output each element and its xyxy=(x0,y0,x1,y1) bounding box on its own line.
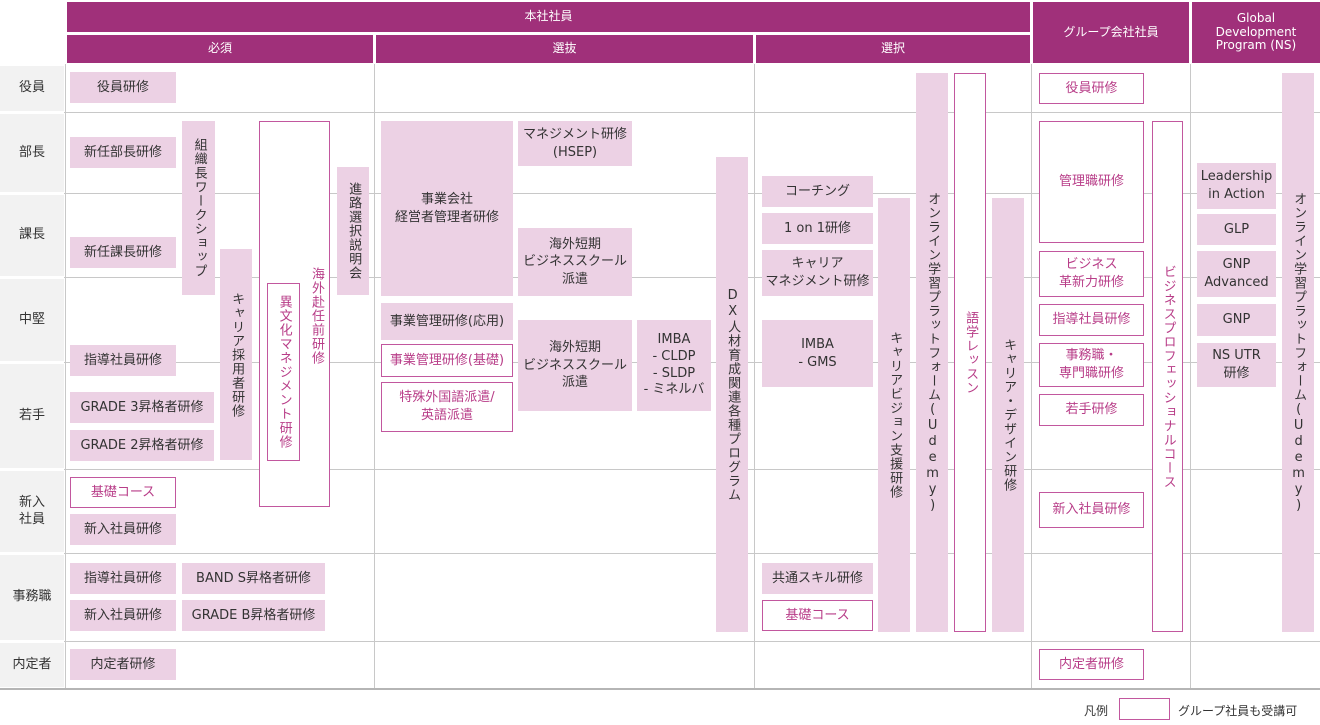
box-g-shido: 指導社員研修 xyxy=(1039,304,1144,336)
header-group: グループ会社社員 xyxy=(1033,2,1189,63)
row-label-jimushoku: 事務職 xyxy=(0,555,64,640)
box-shinnin-bucho: 新任部長研修 xyxy=(70,137,176,168)
header-sentaku: 選択 xyxy=(756,35,1030,63)
box-gogaku: 語学レッスン xyxy=(954,73,986,632)
bottom-divider xyxy=(0,688,1320,690)
row-label-wakate: 若手 xyxy=(0,364,64,468)
box-online-udemy: オンライン学習プラットフォーム(Udemy) xyxy=(916,73,948,632)
box-ns-gnp-adv: GNP Advanced xyxy=(1197,251,1276,297)
row-divider xyxy=(64,277,1320,278)
box-ns-gnp: GNP xyxy=(1197,304,1276,336)
row-label-naitei: 内定者 xyxy=(0,643,64,687)
header-senbatsu: 選抜 xyxy=(376,35,753,63)
box-kiso-course-2: 基礎コース xyxy=(762,600,873,631)
box-ns-glp: GLP xyxy=(1197,214,1276,245)
row-divider xyxy=(64,193,1320,194)
box-kyotsu-skill: 共通スキル研修 xyxy=(762,563,873,594)
box-dx-jinzai: DX人材育成関連各種プログラム xyxy=(716,157,748,632)
col-divider xyxy=(1031,64,1032,688)
box-g-naitei: 内定者研修 xyxy=(1039,649,1144,680)
row-label-chuken: 中堅 xyxy=(0,279,64,361)
box-g-shinnyu: 新入社員研修 xyxy=(1039,492,1144,528)
box-ns-utr: NS UTR 研修 xyxy=(1197,343,1276,387)
box-kiso-course: 基礎コース xyxy=(70,477,176,508)
box-naitei: 内定者研修 xyxy=(70,649,176,680)
box-band-s: BAND S昇格者研修 xyxy=(182,563,325,594)
box-jigyo-kaisha: 事業会社 経営者管理者研修 xyxy=(381,121,513,296)
box-shido-shain: 指導社員研修 xyxy=(70,345,176,376)
box-g-wakate: 若手研修 xyxy=(1039,394,1144,426)
row-label-bucho: 部長 xyxy=(0,114,64,192)
box-career-mgmt: キャリア マネジメント研修 xyxy=(762,250,873,296)
box-soshikicho-ws: 組織長ワークショップ xyxy=(182,121,215,295)
box-ns-online: オンライン学習プラットフォーム(Udemy) xyxy=(1282,73,1314,632)
col-divider xyxy=(374,64,375,688)
box-coaching: コーチング xyxy=(762,176,873,207)
box-ibunka: 異文化マネジメント研修 xyxy=(267,283,300,461)
box-ns-leadership: Leadership in Action xyxy=(1197,163,1276,209)
col-divider xyxy=(65,64,66,688)
header-hissu: 必須 xyxy=(67,35,373,63)
box-grade-b: GRADE B昇格者研修 xyxy=(182,600,325,631)
box-imba-group: IMBA - CLDP - SLDP - ミネルバ xyxy=(637,320,711,411)
box-grade3: GRADE 3昇格者研修 xyxy=(70,392,214,423)
box-shinnin-kacho: 新任課長研修 xyxy=(70,237,176,268)
box-shinnyu-shain: 新入社員研修 xyxy=(70,514,176,545)
box-yakuin-kenshu: 役員研修 xyxy=(70,72,176,103)
box-management-hsep: マネジメント研修 (HSEP) xyxy=(518,121,632,166)
col-divider xyxy=(754,64,755,688)
box-jimu-shinnyu: 新入社員研修 xyxy=(70,600,176,631)
box-jimu-shido: 指導社員研修 xyxy=(70,563,176,594)
box-g-yakuin: 役員研修 xyxy=(1039,73,1144,104)
box-kaigai-tanki-2: 海外短期 ビジネススクール 派遣 xyxy=(518,320,632,411)
box-jigyo-kanri-oyo: 事業管理研修(応用) xyxy=(381,303,513,340)
box-kaigai-tanki-1: 海外短期 ビジネススクール 派遣 xyxy=(518,228,632,296)
box-g-business: ビジネス 革新力研修 xyxy=(1039,251,1144,297)
box-jigyo-kanri-kiso: 事業管理研修(基礎) xyxy=(381,344,513,377)
header-honsha: 本社社員 xyxy=(67,2,1030,32)
row-divider xyxy=(64,553,1320,554)
box-shinro-setsumei: 進路選択説明会 xyxy=(337,167,369,295)
box-career-vision: キャリアビジョン支援研修 xyxy=(878,198,910,632)
row-label-shinnyu: 新入社員 xyxy=(0,471,64,552)
col-divider xyxy=(1190,64,1191,688)
row-label-yakuin: 役員 xyxy=(0,66,64,111)
row-divider xyxy=(64,469,1320,470)
legend-label: 凡例 xyxy=(1084,704,1109,718)
box-career-design: キャリア・デザイン研修 xyxy=(992,198,1024,632)
box-career-saiyo: キャリア採用者研修 xyxy=(220,249,252,460)
row-label-kacho: 課長 xyxy=(0,195,64,276)
row-divider xyxy=(64,641,1320,642)
box-g-kanrishoku: 管理職研修 xyxy=(1039,121,1144,243)
box-one-on-one: 1 on 1研修 xyxy=(762,213,873,244)
legend-description: グループ社員も受講可 xyxy=(1178,704,1298,718)
box-g-jimushoku: 事務職・ 専門職研修 xyxy=(1039,343,1144,387)
legend-outline-swatch xyxy=(1119,698,1170,720)
box-grade2: GRADE 2昇格者研修 xyxy=(70,430,214,461)
box-tokushu-gaikoku: 特殊外国語派遣/ 英語派遣 xyxy=(381,382,513,432)
row-divider xyxy=(64,112,1320,113)
box-imba-gms: IMBA - GMS xyxy=(762,320,873,387)
box-g-biz-pro: ビジネスプロフェッショナルコース xyxy=(1152,121,1183,632)
header-gdp: Global Development Program (NS) xyxy=(1192,2,1320,63)
